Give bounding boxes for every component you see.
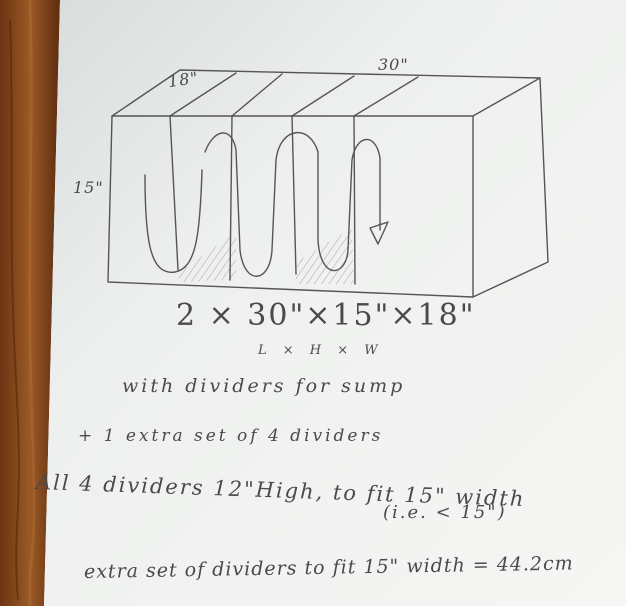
length-dimension-label: 30" [378,55,409,74]
sump-dividers-line: with dividers for sump [122,375,406,397]
axes-legend-line: L × H × W [258,343,384,358]
size-line: 2 × 30"×15"×18" [176,298,476,333]
sediment-hatching [178,228,354,284]
height-dimension-label: 15" [73,178,104,197]
ie-note-line: (i.e. < 15") [383,502,507,523]
extra-set-line: + 1 extra set of 4 dividers [78,426,384,446]
aquarium-sketch [107,69,549,298]
